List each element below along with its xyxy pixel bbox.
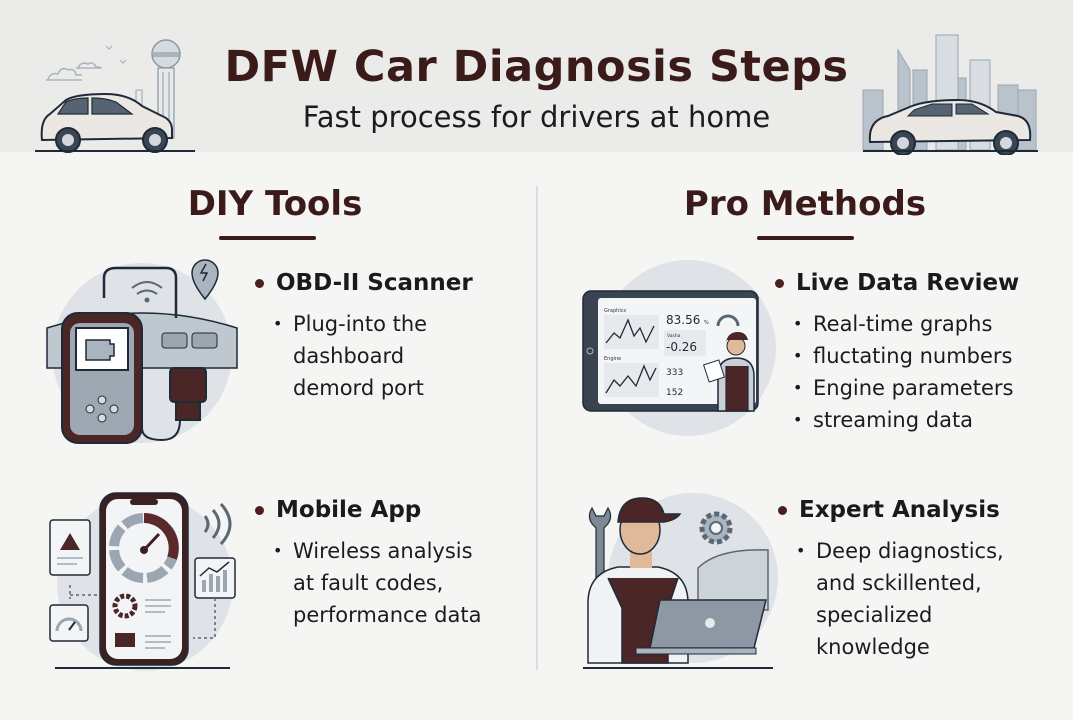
bullet-mark: •: [793, 346, 803, 365]
bullet-text: specialized: [816, 603, 933, 627]
bullet-dot: [778, 505, 787, 515]
wrench-icon: [588, 506, 612, 589]
gear-icon: [112, 593, 138, 619]
readout-3: 333: [666, 368, 683, 378]
car-body: [868, 98, 1032, 155]
gauge-small-icon: [49, 604, 89, 642]
readout-1: 83.56: [666, 313, 700, 327]
engine-icon: [115, 633, 135, 647]
graph-label-top: Graphics: [604, 308, 626, 314]
chart-window-icon: [194, 557, 236, 599]
lightning-pin-icon: [191, 259, 219, 301]
bullet-mark: •: [793, 314, 803, 333]
list-item-obd-scanner: OBD-II Scanner •Plug-into the dashboard …: [255, 270, 473, 404]
item-title: OBD-II Scanner: [276, 270, 473, 296]
bullet-text: at fault codes,: [293, 571, 444, 595]
graph-label-bottom: Engine: [604, 356, 621, 362]
wifi-icon: [131, 281, 163, 295]
sedan-skyline-illustration: [862, 34, 1038, 155]
bullet-text: knowledge: [816, 635, 930, 659]
bullet-mark: •: [273, 541, 283, 560]
page-title: DFW Car Diagnosis Steps: [224, 42, 849, 92]
bullet-mark: •: [273, 314, 283, 333]
bullet-text: Deep diagnostics,: [816, 539, 1004, 563]
bullet-mark: •: [796, 541, 806, 560]
bullet-dot: [775, 278, 784, 288]
gauge-icon: [716, 314, 740, 327]
obd-scanner-icon: [46, 259, 238, 444]
readout-2: -0.26: [666, 340, 697, 354]
section-underline: [757, 236, 854, 240]
readout-1-unit: %: [704, 320, 709, 326]
section-title-pro-methods: Pro Methods: [683, 184, 927, 224]
bullet-text: streaming data: [813, 408, 974, 432]
bullet-dot: [255, 278, 264, 288]
readout-4: 152: [666, 388, 683, 398]
item-title: Expert Analysis: [799, 497, 1000, 523]
section-underline: [219, 236, 316, 240]
hatchback-car-illustration: [35, 39, 195, 153]
bullet-mark: •: [793, 410, 803, 429]
list-item-mobile-app: Mobile App • Wireless analysis at fault c…: [255, 497, 481, 631]
column-divider: [536, 186, 538, 670]
engine-icon: [85, 339, 115, 361]
item-title: Live Data Review: [796, 270, 1020, 296]
bullet-text: Wireless analysis: [293, 539, 473, 563]
bullet-text: Plug-into the: [293, 312, 428, 336]
item-title: Mobile App: [276, 497, 422, 523]
bullet-text: dashboard: [293, 344, 405, 368]
page-subtitle: Fast process for drivers at home: [302, 100, 771, 134]
bullet-text: and sckillented,: [816, 571, 982, 595]
mechanic-laptop-icon: [583, 493, 778, 669]
bullet-text: demord port: [293, 376, 424, 400]
bullet-text: fluctating numbers: [813, 344, 1013, 368]
clouds-icon: [46, 62, 102, 81]
bullet-text: performance data: [293, 603, 482, 627]
bullet-mark: •: [793, 378, 803, 397]
mobile-app-icon: [49, 492, 236, 671]
header-banner: DFW Car Diagnosis Steps Fast process for…: [0, 0, 1073, 155]
speedometer-gauge-icon: [109, 513, 179, 583]
wireless-signal-icon: [203, 502, 232, 546]
list-item-expert-analysis: Expert Analysis • Deep diagnostics, and s…: [778, 497, 1004, 663]
section-title-diy-tools: DIY Tools: [187, 184, 363, 224]
bullet-text: Real-time graphs: [813, 312, 993, 336]
laptop-icon: [635, 599, 767, 655]
bullet-dot: [255, 505, 264, 515]
bullet-text: Engine parameters: [813, 376, 1014, 400]
birds-icon: [105, 45, 127, 64]
warning-window-icon: [49, 519, 91, 576]
list-item-live-data-review: Live Data Review • Real-time graphs • fluc…: [775, 270, 1019, 436]
readout-2-label: Vasha: [667, 333, 681, 339]
live-data-tablet-icon: Graphics Engine 83.56 % Vasha -0.26 333 …: [582, 260, 776, 436]
mechanic-figure: [702, 332, 755, 412]
